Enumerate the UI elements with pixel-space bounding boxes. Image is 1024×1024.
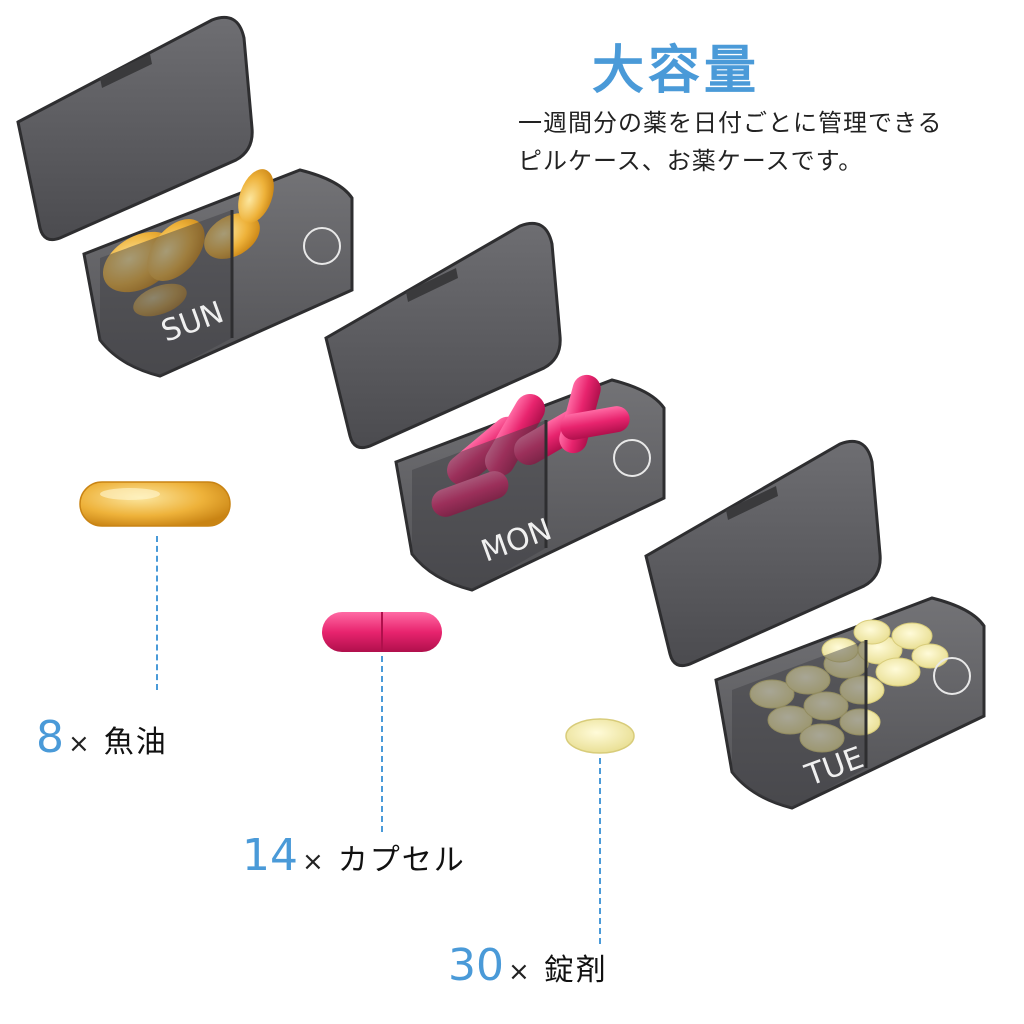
description-line-1: 一週間分の薬を日付ごとに管理できる — [518, 109, 943, 137]
description: 一週間分の薬を日付ごとに管理できる ピルケース、お薬ケースです。 — [518, 104, 943, 180]
count-label: 魚油 — [103, 725, 168, 760]
count-number: 8 — [36, 712, 64, 763]
times-symbol: × — [302, 847, 324, 877]
tablet-pill — [565, 718, 635, 754]
leader-line-fish-oil — [156, 536, 158, 690]
leader-line-tablet — [599, 758, 601, 944]
fish-oil-pill — [79, 481, 231, 527]
count-label: カプセル — [337, 843, 466, 878]
count-number: 14 — [242, 830, 298, 881]
count-label: 錠剤 — [543, 953, 608, 988]
page-title: 大容量 — [592, 41, 761, 101]
pill-case-sun — [16, 15, 354, 378]
capsule-pill — [322, 612, 442, 652]
count-capsule: 14 × カプセル — [242, 830, 466, 881]
pill-case-tue — [644, 439, 986, 810]
count-tablet: 30 × 錠剤 — [448, 940, 608, 991]
times-symbol: × — [68, 729, 90, 759]
description-line-2: ピルケース、お薬ケースです。 — [518, 147, 864, 175]
pill-case-mon — [324, 221, 666, 592]
times-symbol: × — [508, 957, 530, 987]
count-fish-oil: 8 × 魚油 — [36, 712, 168, 763]
leader-line-capsule — [381, 656, 383, 832]
count-number: 30 — [448, 940, 504, 991]
